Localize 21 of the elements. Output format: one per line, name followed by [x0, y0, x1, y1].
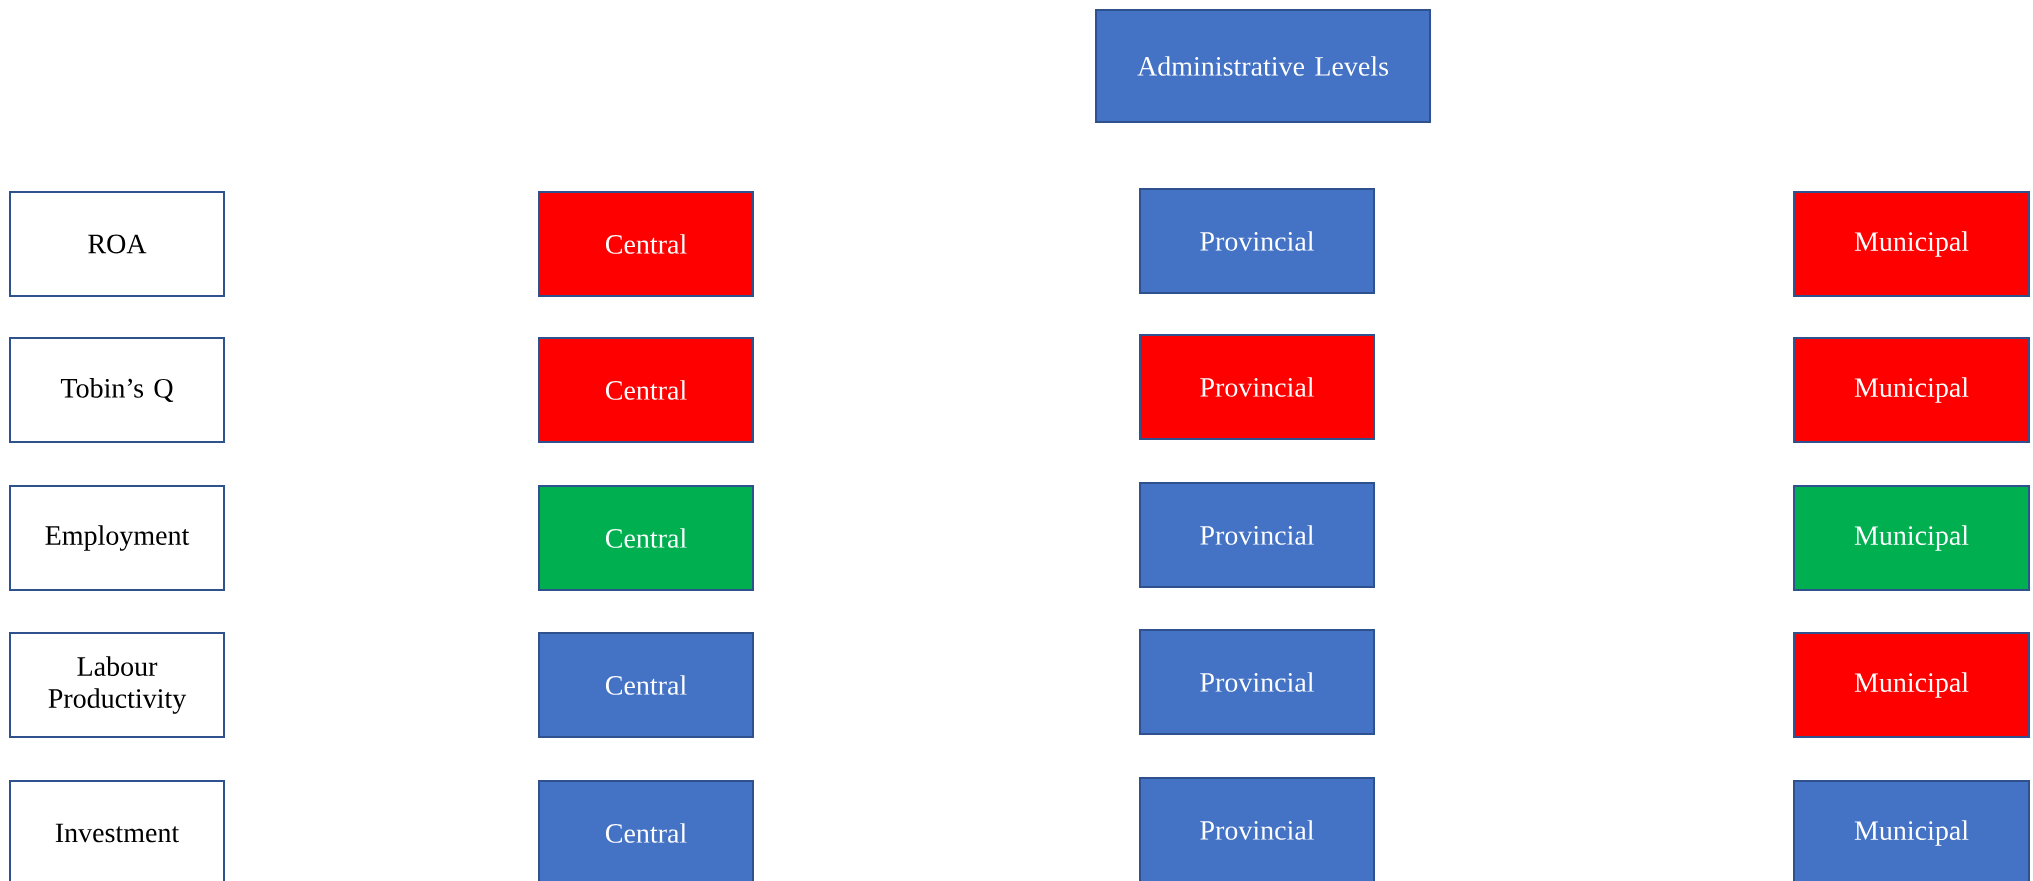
level-box: Central: [538, 780, 754, 881]
level-box: Provincial: [1139, 629, 1375, 735]
level-box: Municipal: [1793, 337, 2031, 443]
level-box: Central: [538, 191, 754, 297]
level-box: Central: [538, 632, 754, 738]
metric-box: ROA: [9, 191, 225, 297]
metric-box: Labour Productivity: [9, 632, 225, 738]
header-box: Administrative Levels: [1095, 9, 1431, 123]
level-box: Municipal: [1793, 632, 2031, 738]
level-box: Central: [538, 485, 754, 591]
metric-box: Investment: [9, 780, 225, 881]
level-box: Provincial: [1139, 777, 1375, 881]
level-box: Provincial: [1139, 188, 1375, 294]
level-box: Central: [538, 337, 754, 443]
level-box: Municipal: [1793, 780, 2031, 881]
level-box: Municipal: [1793, 485, 2031, 591]
level-box: Provincial: [1139, 334, 1375, 440]
level-box: Municipal: [1793, 191, 2031, 297]
metric-box: Employment: [9, 485, 225, 591]
level-box: Provincial: [1139, 482, 1375, 588]
metric-box: Tobin’s Q: [9, 337, 225, 443]
